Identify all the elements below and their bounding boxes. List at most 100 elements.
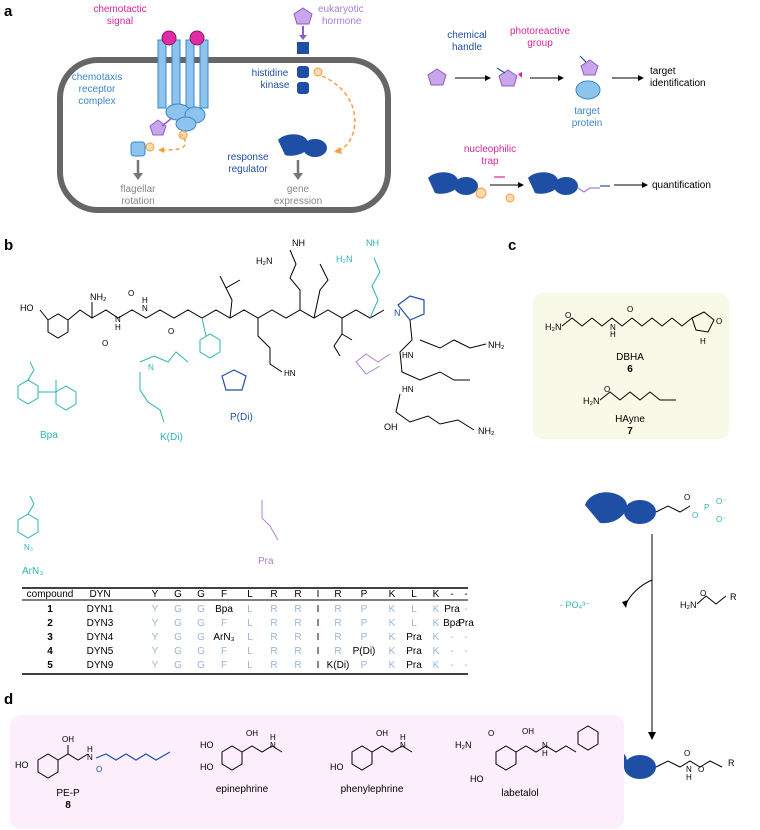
table-cell: R <box>294 604 301 615</box>
table-cell: G <box>197 618 205 629</box>
svg-text:OH: OH <box>522 727 534 736</box>
table-header-cell: G <box>197 589 205 600</box>
table-cell: K <box>389 618 396 629</box>
table-cell: Pra <box>444 604 460 615</box>
table-header-cell: - <box>450 589 453 600</box>
svg-text:P(Di): P(Di) <box>230 412 253 423</box>
table-cell: F <box>221 646 227 657</box>
table-cell: Bpa <box>443 618 461 629</box>
table-cell: F <box>221 660 227 671</box>
table-cell: I <box>317 618 320 629</box>
svg-text:N: N <box>400 741 406 750</box>
table-cell: R <box>270 660 277 671</box>
dynorphin-structure: HO NH₂ H N H N O O O HN H₂N NH H₂N NH N <box>20 238 505 436</box>
table-header-cell: P <box>361 589 368 600</box>
hayne-label: HAyne <box>615 414 645 425</box>
svg-text:NH₂: NH₂ <box>90 292 107 302</box>
table-cell: L <box>411 604 417 615</box>
table-header-cell: R <box>270 589 277 600</box>
labetalol-name: labetalol <box>501 788 538 799</box>
svg-text:N: N <box>542 741 548 750</box>
table-cell: R <box>334 618 341 629</box>
table-cell: K <box>389 646 396 657</box>
hayne-number: 7 <box>627 426 633 437</box>
table-cell: R <box>270 646 277 657</box>
histidine-kinase <box>297 42 309 54</box>
svg-text:HN: HN <box>402 351 414 360</box>
table-cell: R <box>270 618 277 629</box>
svg-text:O: O <box>604 385 610 394</box>
bpa-structure: Bpa <box>17 361 77 441</box>
table-cell: - <box>464 660 467 671</box>
table-header-cell: DYN <box>89 589 110 600</box>
svg-text:H: H <box>700 337 706 346</box>
svg-text:H: H <box>610 330 616 339</box>
table-cell: Y <box>152 632 159 643</box>
svg-text:N: N <box>394 308 401 318</box>
svg-text:H₂N: H₂N <box>545 322 562 332</box>
svg-text:H: H <box>142 296 148 305</box>
po4-label: - PO₄³⁻ <box>560 600 590 610</box>
table-cell: Y <box>152 646 159 657</box>
adrenergic-box <box>10 715 624 829</box>
svg-text:HN: HN <box>284 369 296 378</box>
table-header-cell: I <box>317 589 320 600</box>
svg-text:HO: HO <box>200 740 214 750</box>
table-cell: K <box>389 660 396 671</box>
table-header-cell: G <box>174 589 182 600</box>
svg-text:K(Di): K(Di) <box>160 432 183 443</box>
table-cell: R <box>334 632 341 643</box>
table-cell: Pra <box>406 646 422 657</box>
table-cell: R <box>334 604 341 615</box>
svg-text:H: H <box>270 733 276 742</box>
dbha-number: 6 <box>627 364 633 375</box>
svg-text:HO: HO <box>470 774 484 784</box>
svg-text:N: N <box>142 304 148 313</box>
table-header-cell: - <box>464 589 467 600</box>
svg-text:O: O <box>565 311 571 320</box>
panel-label-b: b <box>4 237 13 254</box>
table-cell: - <box>464 632 467 643</box>
svg-text:H₂N: H₂N <box>583 396 600 406</box>
svg-text:O: O <box>698 765 704 774</box>
svg-text:HO: HO <box>15 760 29 770</box>
svg-text:O: O <box>627 305 633 314</box>
table-cell: 1 <box>47 604 53 615</box>
table-cell: DYN5 <box>87 646 114 657</box>
table-cell: G <box>174 660 182 671</box>
svg-text:O: O <box>168 327 174 336</box>
svg-text:N: N <box>115 315 121 324</box>
table-cell: K <box>433 660 440 671</box>
svg-text:OH: OH <box>246 729 258 738</box>
pra-structure: Pra <box>258 500 279 567</box>
table-cell: ArN₃ <box>213 632 234 643</box>
hormone-pentagon <box>293 7 313 25</box>
svg-text:N: N <box>270 741 276 750</box>
svg-text:O⁻: O⁻ <box>716 515 726 524</box>
table-cell: L <box>247 632 253 643</box>
svg-text:R: R <box>728 758 735 768</box>
svg-text:O: O <box>128 289 134 298</box>
table-cell: Pra <box>406 660 422 671</box>
table-cell: K(Di) <box>327 660 350 671</box>
phenylephrine-name: phenylephrine <box>341 784 404 795</box>
table-cell: DYN4 <box>87 632 114 643</box>
svg-text:O: O <box>96 765 102 774</box>
pdi-structure: P(Di) <box>221 369 253 423</box>
table-cell: P(Di) <box>353 646 376 657</box>
svg-text:P: P <box>180 134 184 140</box>
svg-text:O: O <box>700 589 706 598</box>
table-cell: Pra <box>458 618 474 629</box>
epinephrine-structure: HO HO OH H N <box>200 729 283 772</box>
svg-text:H: H <box>686 773 692 782</box>
table-cell: - <box>464 646 467 657</box>
table-cell: I <box>317 604 320 615</box>
panel-label-a: a <box>4 3 13 20</box>
